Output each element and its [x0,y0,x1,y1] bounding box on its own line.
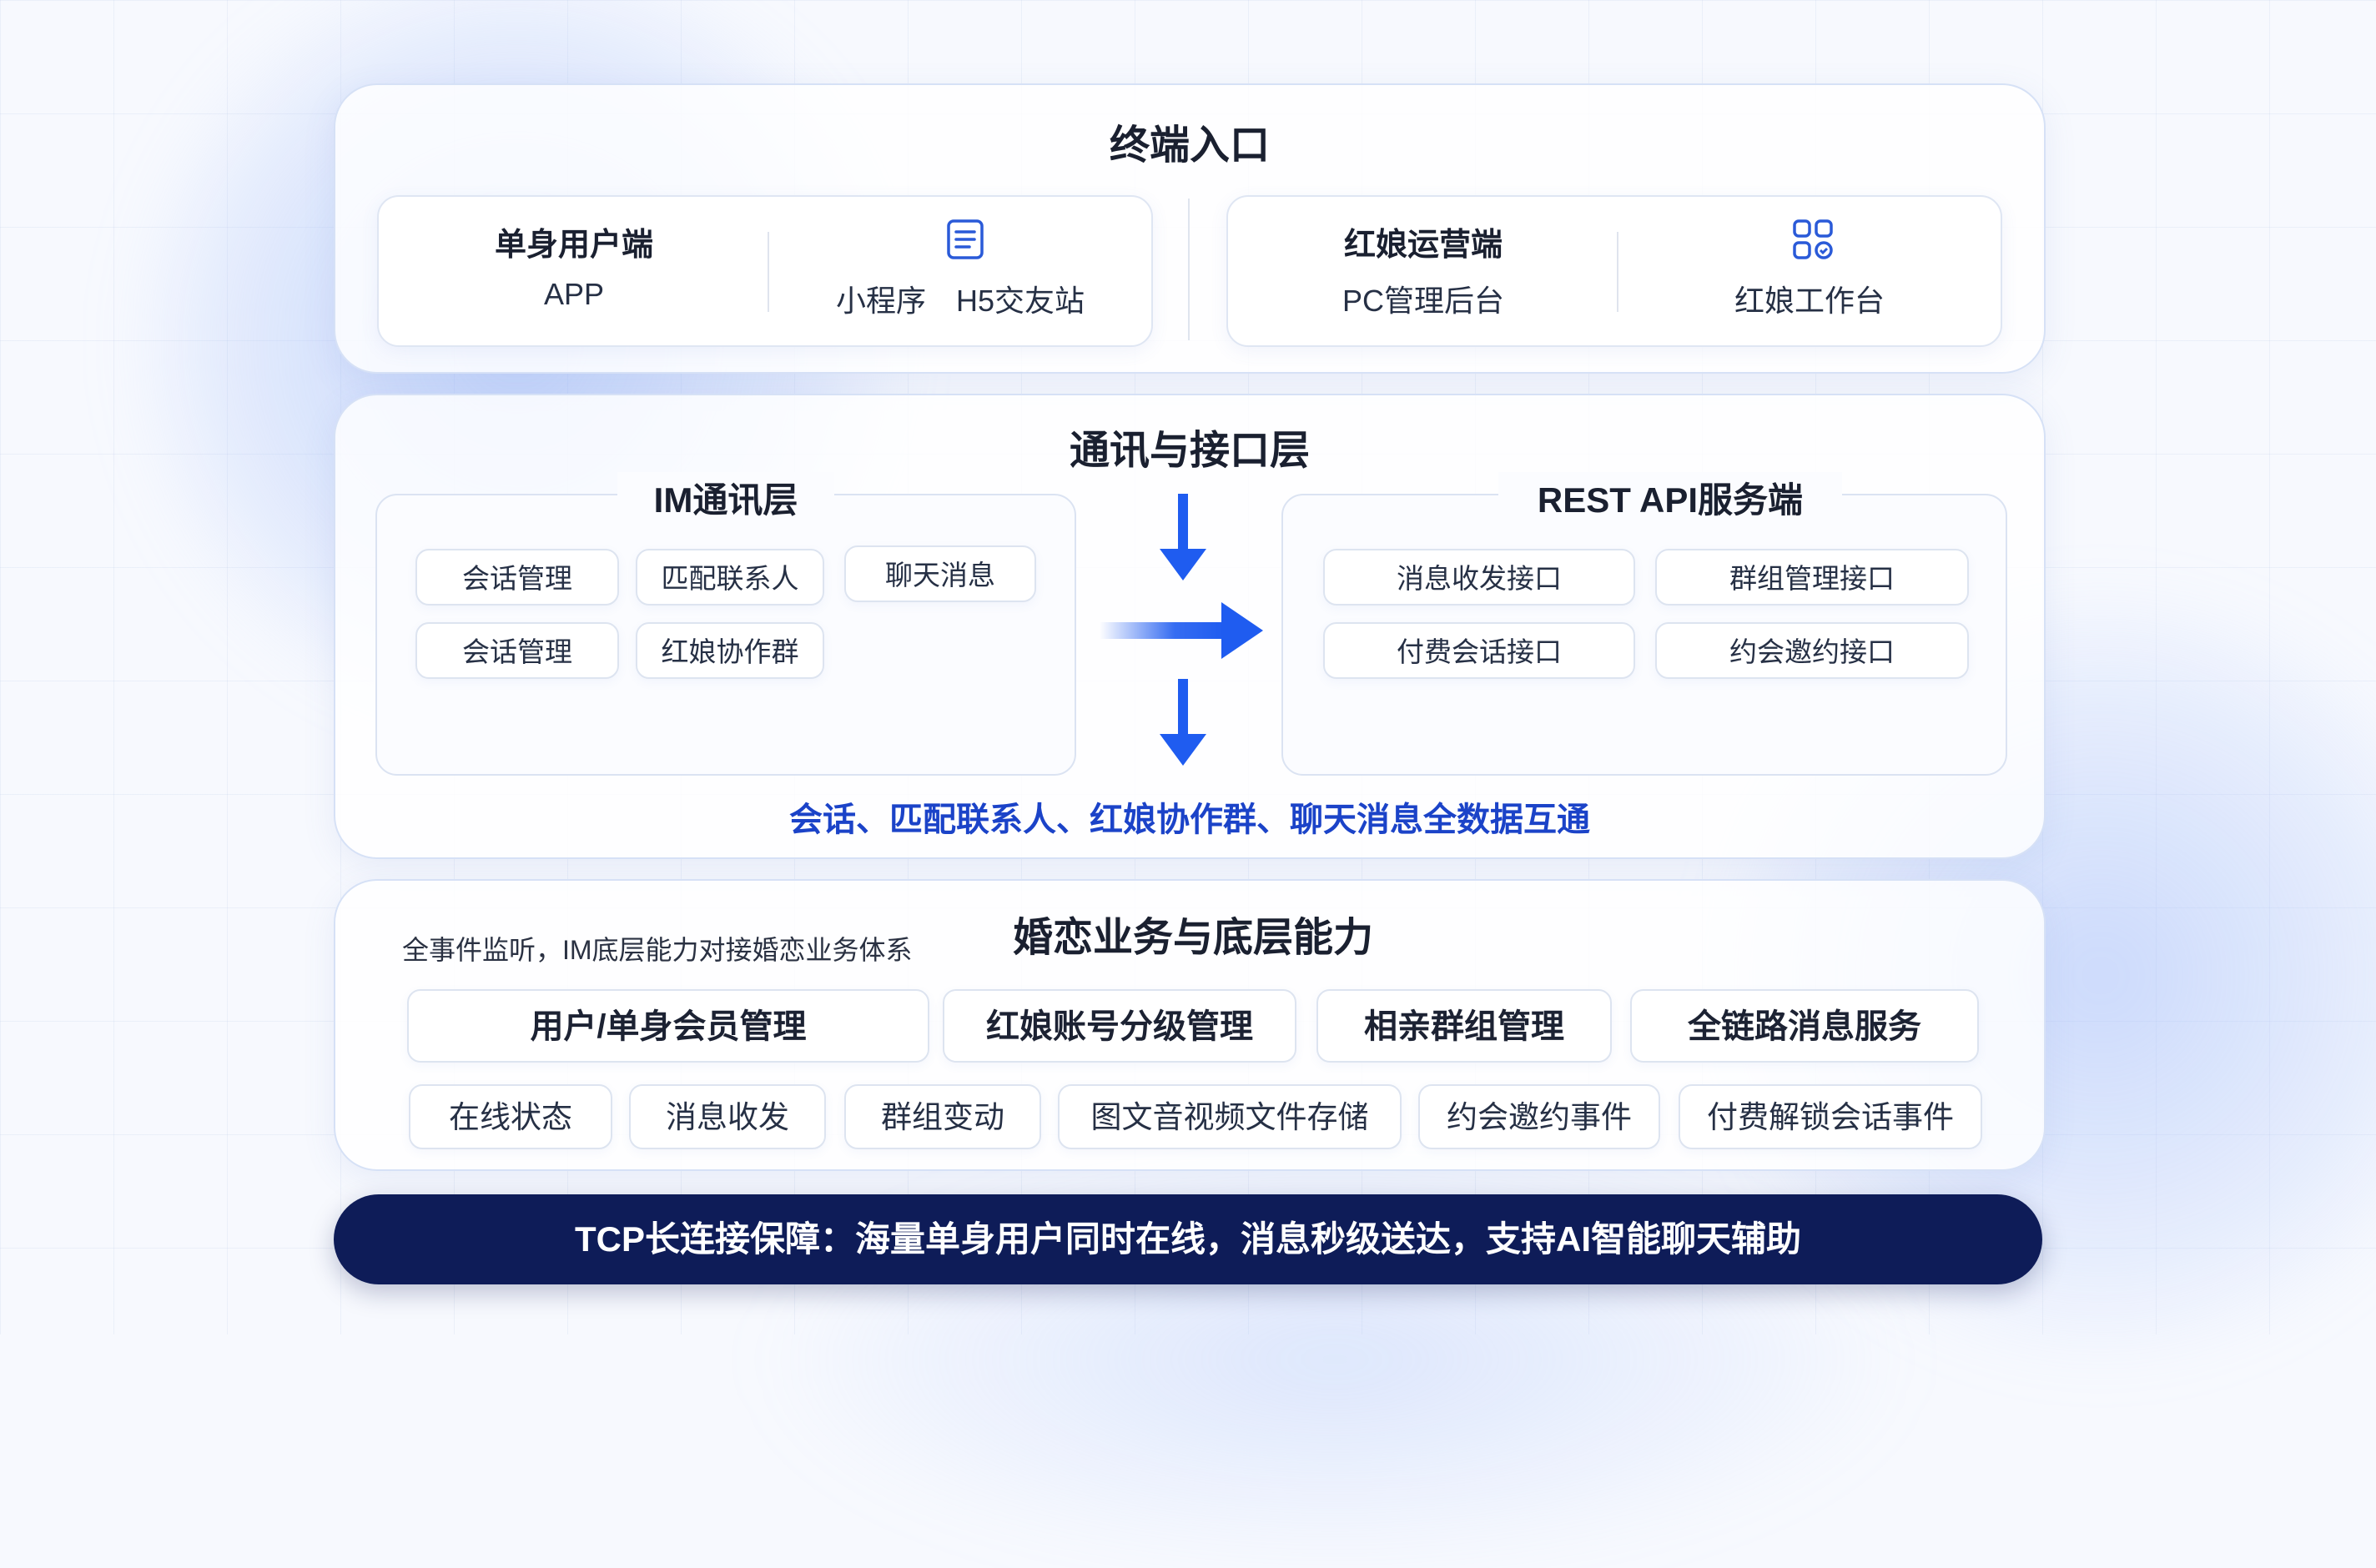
document-list-icon [946,219,984,260]
business-module: 红娘账号分级管理 [943,989,1296,1063]
down-arrow-icon [1156,494,1210,587]
business-module: 用户/单身会员管理 [407,989,929,1063]
business-module: 全链路消息服务 [1630,989,1979,1063]
matchmaker-card: 红娘运营端 PC管理后台 红娘工作台 [1226,195,2002,347]
im-chip: 会话管理 [415,549,619,606]
event-chip: 在线状态 [409,1084,612,1149]
down-arrow-icon [1156,679,1210,772]
pc-admin-label: PC管理后台 [1342,284,1504,318]
section-divider [1188,199,1190,340]
comm-interface-title: 通讯与接口层 [1069,429,1310,473]
business-capability-panel: 全事件监听，IM底层能力对接婚恋业务体系 婚恋业务与底层能力 用户/单身会员管理… [334,879,2046,1171]
comm-interface-panel: 通讯与接口层 IM通讯层 会话管理 匹配联系人 聊天消息 会话管理 红娘协作群 [334,394,2046,859]
right-arrow-icon [1100,597,1266,664]
business-capability-title: 婚恋业务与底层能力 [1013,916,1374,960]
business-module: 相亲群组管理 [1316,989,1612,1063]
rest-chip: 约会邀约接口 [1655,622,1969,679]
tcp-guarantee-bar: TCP长连接保障：海量单身用户同时在线，消息秒级送达，支持AI智能聊天辅助 [334,1194,2042,1284]
matchmaker-workbench-label: 红娘工作台 [1734,284,1885,318]
im-chip: 会话管理 [415,622,619,679]
im-layer-box: IM通讯层 会话管理 匹配联系人 聊天消息 会话管理 红娘协作群 [375,472,1076,776]
card-divider [1617,232,1618,312]
event-chip: 约会邀约事件 [1418,1084,1660,1149]
im-chip: 匹配联系人 [636,549,824,606]
rest-api-title: REST API服务端 [1498,472,1842,523]
im-layer-title: IM通讯层 [617,472,834,523]
event-chip: 消息收发 [629,1084,826,1149]
single-user-card: 单身用户端 APP 小程序 H5交友站 [377,195,1153,347]
event-listen-note: 全事件监听，IM底层能力对接婚恋业务体系 [402,935,913,965]
data-sync-note: 会话、匹配联系人、红娘协作群、聊天消息全数据互通 [789,802,1590,838]
rest-chip: 消息收发接口 [1323,549,1635,606]
card-divider [768,232,769,312]
rest-api-box: REST API服务端 消息收发接口 群组管理接口 付费会话接口 约会邀约接口 [1281,472,2007,776]
terminal-entry-panel: 终端入口 单身用户端 APP 小程序 H5交友站 红娘运营端 PC管理后台 [334,83,2046,374]
single-user-heading: 单身用户端 [494,228,653,263]
im-chip: 红娘协作群 [636,622,824,679]
terminal-entry-title: 终端入口 [1109,123,1270,168]
app-label: APP [543,277,605,311]
im-chip: 聊天消息 [844,545,1036,602]
rest-chip: 群组管理接口 [1655,549,1969,606]
matchmaker-heading: 红娘运营端 [1343,228,1503,263]
event-chip: 图文音视频文件存储 [1058,1084,1402,1149]
event-chip: 付费解锁会话事件 [1679,1084,1982,1149]
mini-program-h5-label: 小程序 H5交友站 [835,284,1085,318]
rest-chip: 付费会话接口 [1323,622,1635,679]
event-chip: 群组变动 [844,1084,1041,1149]
apps-grid-icon [1792,219,1834,260]
